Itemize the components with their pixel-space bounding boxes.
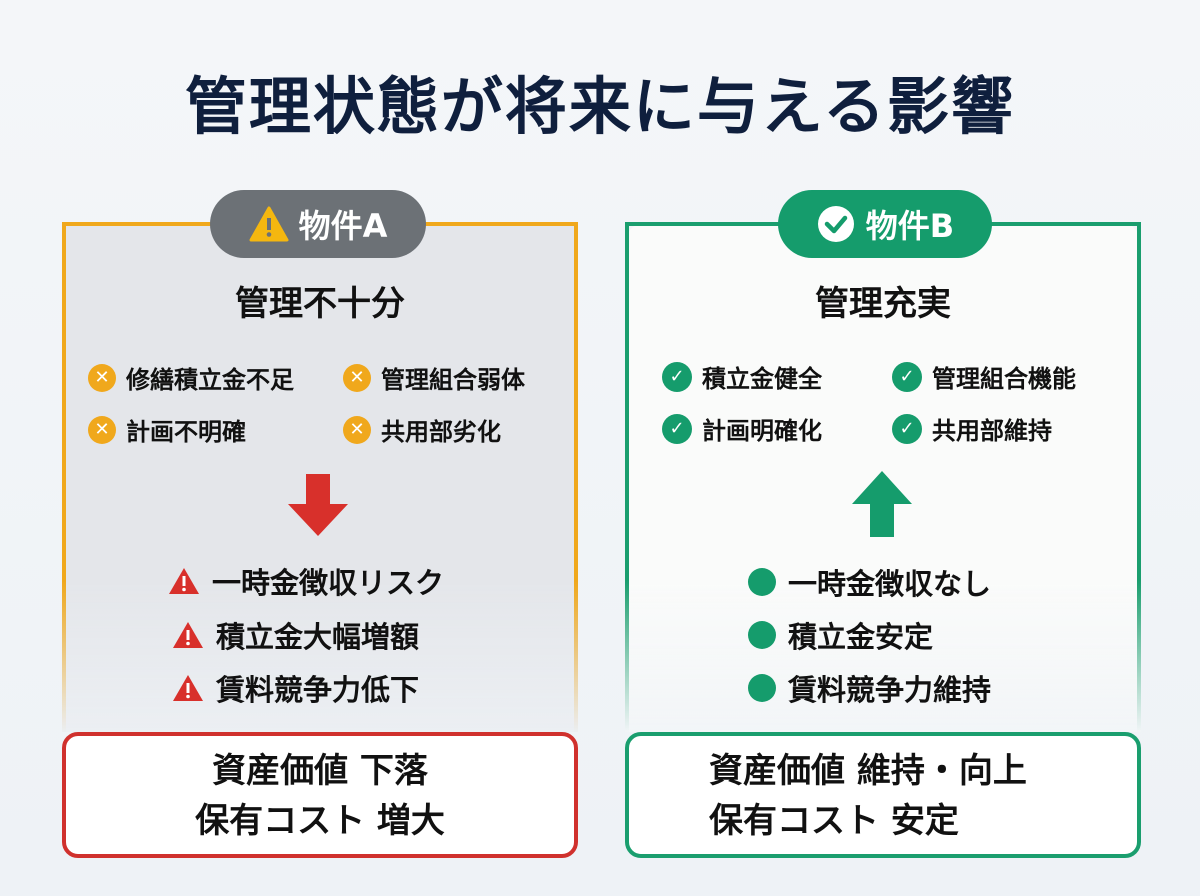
issue-label: 共用部劣化 (381, 418, 501, 446)
page-title: 管理状態が将来に与える影響 (184, 70, 1016, 143)
property-b-badge-label: 物件B (865, 207, 955, 245)
x-circle-icon: ✕ (88, 363, 116, 392)
warning-icon (173, 622, 203, 648)
property-a-result: 資産価値 下落 保有コスト 増大 (62, 732, 578, 858)
check-circle-icon: ✓ (892, 413, 922, 444)
arrow-up-icon (852, 471, 912, 537)
effect-item: 一時金徴収なし (748, 561, 991, 603)
effect-label: 積立金安定 (788, 620, 934, 654)
check-circle-icon (817, 206, 854, 242)
strength-item: ✓ 積立金健全 (662, 359, 822, 394)
result-line: 資産価値 下落 (212, 751, 428, 791)
effect-label: 賃料競争力維持 (788, 673, 992, 707)
x-circle-icon: ✕ (343, 363, 371, 392)
risk-label: 積立金大幅増額 (216, 620, 420, 654)
property-a-heading: 管理不十分 (235, 284, 405, 324)
risk-label: 賃料競争力低下 (216, 673, 420, 707)
issue-item: ✕ 共用部劣化 (343, 412, 501, 447)
strength-label: 積立金健全 (702, 365, 822, 393)
strength-label: 共用部維持 (932, 417, 1052, 445)
x-circle-icon: ✕ (343, 415, 371, 444)
issue-item: ✕ 修繕積立金不足 (88, 360, 294, 395)
risk-label: 一時金徴収リスク (212, 566, 445, 600)
check-circle-icon: ✓ (662, 361, 692, 392)
effect-item: 積立金安定 (748, 614, 933, 656)
dot-icon (748, 674, 776, 702)
strength-item: ✓ 計画明確化 (662, 411, 822, 446)
strength-label: 管理組合機能 (932, 365, 1076, 393)
warning-icon (169, 568, 199, 594)
strength-label: 計画明確化 (702, 417, 822, 445)
effect-label: 一時金徴収なし (788, 567, 992, 601)
property-b-result: 資産価値 維持・向上 保有コスト 安定 (625, 732, 1141, 858)
check-circle-icon: ✓ (892, 361, 922, 392)
dot-icon (748, 621, 776, 649)
issue-label: 修繕積立金不足 (126, 366, 294, 394)
property-a-badge: 物件A (210, 190, 426, 258)
issue-item: ✕ 管理組合弱体 (343, 360, 525, 395)
issue-item: ✕ 計画不明確 (88, 412, 246, 447)
property-b-panel: 管理充実 (625, 222, 1141, 732)
property-b-heading: 管理充実 (815, 284, 951, 324)
x-circle-icon: ✕ (88, 415, 116, 444)
risk-item: 積立金大幅増額 (172, 614, 419, 656)
result-line: 保有コスト 安定 (709, 801, 959, 841)
risk-item: 一時金徴収リスク (168, 560, 444, 602)
check-circle-icon: ✓ (662, 413, 692, 444)
result-line: 保有コスト 増大 (195, 801, 445, 841)
issue-label: 管理組合弱体 (381, 366, 525, 394)
warning-icon (173, 675, 203, 701)
dot-icon (748, 568, 776, 596)
warning-icon (249, 206, 289, 242)
arrow-down-icon (288, 474, 348, 536)
strength-item: ✓ 管理組合機能 (892, 359, 1076, 394)
risk-item: 賃料競争力低下 (172, 667, 419, 709)
effect-item: 賃料競争力維持 (748, 667, 991, 709)
property-a-badge-label: 物件A (298, 207, 388, 245)
strength-item: ✓ 共用部維持 (892, 411, 1052, 446)
property-b-badge: 物件B (778, 190, 992, 258)
issue-label: 計画不明確 (126, 418, 246, 446)
result-line: 資産価値 維持・向上 (709, 751, 1027, 791)
